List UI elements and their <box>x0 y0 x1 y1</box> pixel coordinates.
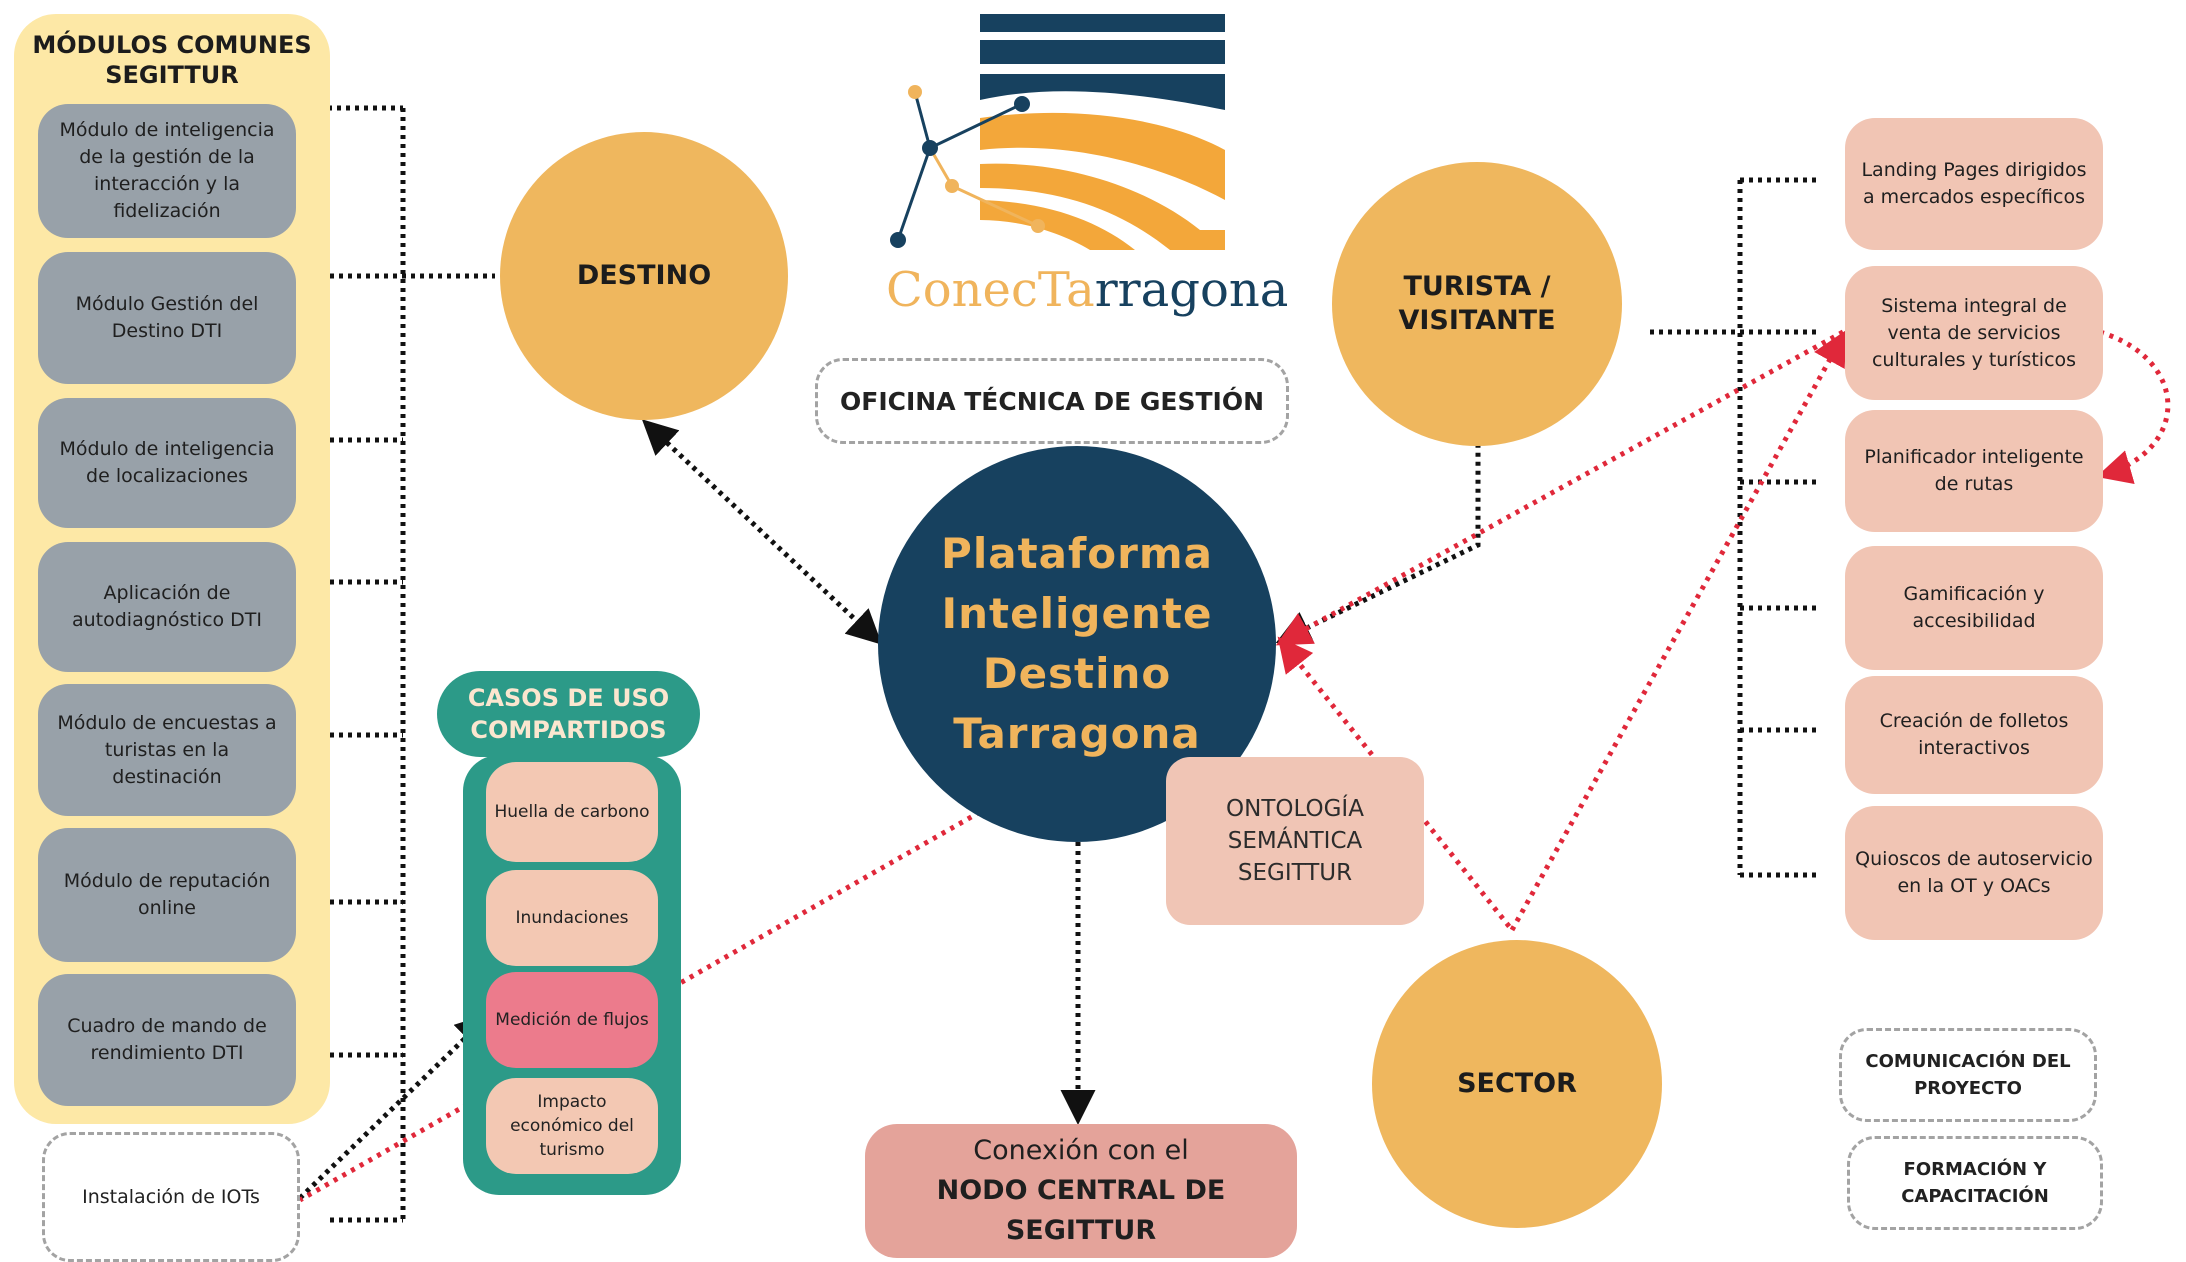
module-box: Módulo de reputación online <box>38 828 296 962</box>
right-bracket <box>1650 177 1818 878</box>
case-box: Impacto económico del turismo <box>486 1078 658 1174</box>
left-bracket <box>328 105 495 1223</box>
case-box: Inundaciones <box>486 870 658 966</box>
service-box: Gamificación y accesibilidad <box>1845 546 2103 670</box>
modulos-comunes-title: MÓDULOS COMUNES SEGITTUR <box>32 31 312 89</box>
service-box: Landing Pages dirigidos a mercados espec… <box>1845 118 2103 250</box>
case-box-highlighted: Medición de flujos <box>486 972 658 1068</box>
ontologia-semantica-box: ONTOLOGÍA SEMÁNTICA SEGITTUR <box>1166 757 1424 925</box>
turista-node: TURISTA / VISITANTE <box>1332 162 1622 446</box>
destino-node: DESTINO <box>500 132 788 420</box>
module-box: Módulo de inteligencia de la gestión de … <box>38 104 296 238</box>
oficina-tecnica-label: OFICINA TÉCNICA DE GESTIÓN <box>815 358 1289 444</box>
comunicacion-box: COMUNICACIÓN DEL PROYECTO <box>1839 1028 2097 1122</box>
sector-node: SECTOR <box>1372 940 1662 1228</box>
module-box: Cuadro de mando de rendimiento DTI <box>38 974 296 1106</box>
module-box: Aplicación de autodiagnóstico DTI <box>38 542 296 672</box>
service-box: Sistema integral de venta de servicios c… <box>1845 266 2103 400</box>
case-box: Huella de carbono <box>486 762 658 862</box>
module-box: Módulo de encuestas a turistas en la des… <box>38 684 296 816</box>
module-box: Módulo Gestión del Destino DTI <box>38 252 296 384</box>
nodo-central-box: Conexión con el NODO CENTRAL DE SEGITTUR <box>865 1124 1297 1258</box>
iots-box: Instalación de IOTs <box>42 1132 300 1262</box>
connection-waves-logo-icon <box>890 14 1225 250</box>
black-arrows <box>298 407 1496 1200</box>
logo-wordmark: ConecTarragona <box>886 262 1289 318</box>
module-box: Módulo de inteligencia de localizaciones <box>38 398 296 528</box>
service-box: Planificador inteligente de rutas <box>1845 410 2103 532</box>
service-box: Quioscos de autoservicio en la OT y OACs <box>1845 806 2103 940</box>
casos-uso-title: CASOS DE USO COMPARTIDOS <box>437 671 700 757</box>
formacion-box: FORMACIÓN Y CAPACITACIÓN <box>1847 1136 2103 1230</box>
service-box: Creación de folletos interactivos <box>1845 676 2103 794</box>
